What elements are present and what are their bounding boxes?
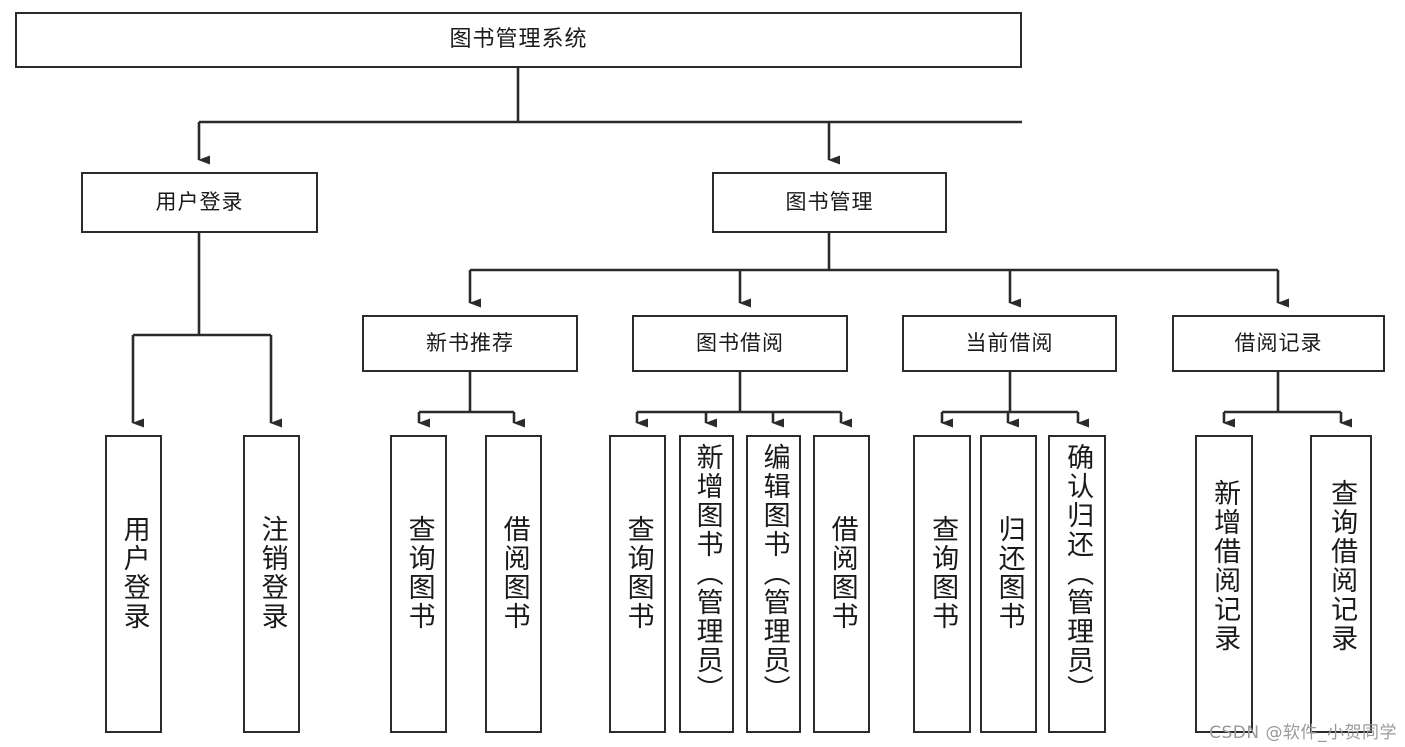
node-book-borrow-label: 图书借阅 <box>696 331 784 355</box>
node-book-management-label: 图书管理 <box>785 190 874 214</box>
leaf-new-book-query-label: 查询图书 <box>403 515 435 631</box>
leaf-book-borrow-add-label: 新增图书（管理员） <box>691 443 723 704</box>
node-borrow-record-label: 借阅记录 <box>1234 331 1323 355</box>
leaf-book-borrow-edit-label: 编辑图书（管理员） <box>758 443 790 704</box>
node-book-borrow[interactable]: 图书借阅 <box>632 315 848 372</box>
node-current-borrow-label: 当前借阅 <box>965 331 1054 355</box>
leaf-current-borrow-return[interactable]: 归还图书 <box>980 435 1037 733</box>
leaf-book-borrow-add[interactable]: 新增图书（管理员） <box>679 435 734 733</box>
leaf-borrow-record-query[interactable]: 查询借阅记录 <box>1310 435 1372 733</box>
leaf-user-login-login[interactable]: 用户登录 <box>105 435 162 733</box>
leaf-book-borrow-borrow[interactable]: 借阅图书 <box>813 435 870 733</box>
leaf-current-borrow-return-label: 归还图书 <box>993 515 1025 631</box>
leaf-book-borrow-query[interactable]: 查询图书 <box>609 435 666 733</box>
leaf-user-login-logout-label: 注销登录 <box>256 515 288 631</box>
leaf-borrow-record-add[interactable]: 新增借阅记录 <box>1195 435 1253 733</box>
leaf-user-login-login-label: 用户登录 <box>118 515 150 631</box>
leaf-new-book-query[interactable]: 查询图书 <box>390 435 447 733</box>
leaf-user-login-logout[interactable]: 注销登录 <box>243 435 300 733</box>
node-borrow-record[interactable]: 借阅记录 <box>1172 315 1385 372</box>
node-book-management[interactable]: 图书管理 <box>712 172 947 233</box>
leaf-new-book-borrow-label: 借阅图书 <box>498 515 530 631</box>
node-root-system-label: 图书管理系统 <box>449 27 588 52</box>
node-new-book-recommend[interactable]: 新书推荐 <box>362 315 578 372</box>
leaf-book-borrow-borrow-label: 借阅图书 <box>826 515 858 631</box>
watermark-text: CSDN @软件_小贺同学 <box>1209 723 1397 743</box>
leaf-borrow-record-query-label: 查询借阅记录 <box>1326 479 1358 653</box>
node-new-book-recommend-label: 新书推荐 <box>426 331 514 355</box>
leaf-book-borrow-query-label: 查询图书 <box>622 515 654 631</box>
node-user-login[interactable]: 用户登录 <box>81 172 318 233</box>
leaf-book-borrow-edit[interactable]: 编辑图书（管理员） <box>746 435 801 733</box>
node-current-borrow[interactable]: 当前借阅 <box>902 315 1117 372</box>
leaf-current-borrow-query[interactable]: 查询图书 <box>913 435 971 733</box>
node-root-system[interactable]: 图书管理系统 <box>15 12 1022 68</box>
leaf-current-borrow-confirm[interactable]: 确认归还（管理员） <box>1048 435 1106 733</box>
leaf-current-borrow-query-label: 查询图书 <box>927 515 959 631</box>
node-user-login-label: 用户登录 <box>155 190 244 214</box>
leaf-borrow-record-add-label: 新增借阅记录 <box>1209 479 1241 653</box>
leaf-current-borrow-confirm-label: 确认归还（管理员） <box>1062 443 1094 704</box>
leaf-new-book-borrow[interactable]: 借阅图书 <box>485 435 542 733</box>
